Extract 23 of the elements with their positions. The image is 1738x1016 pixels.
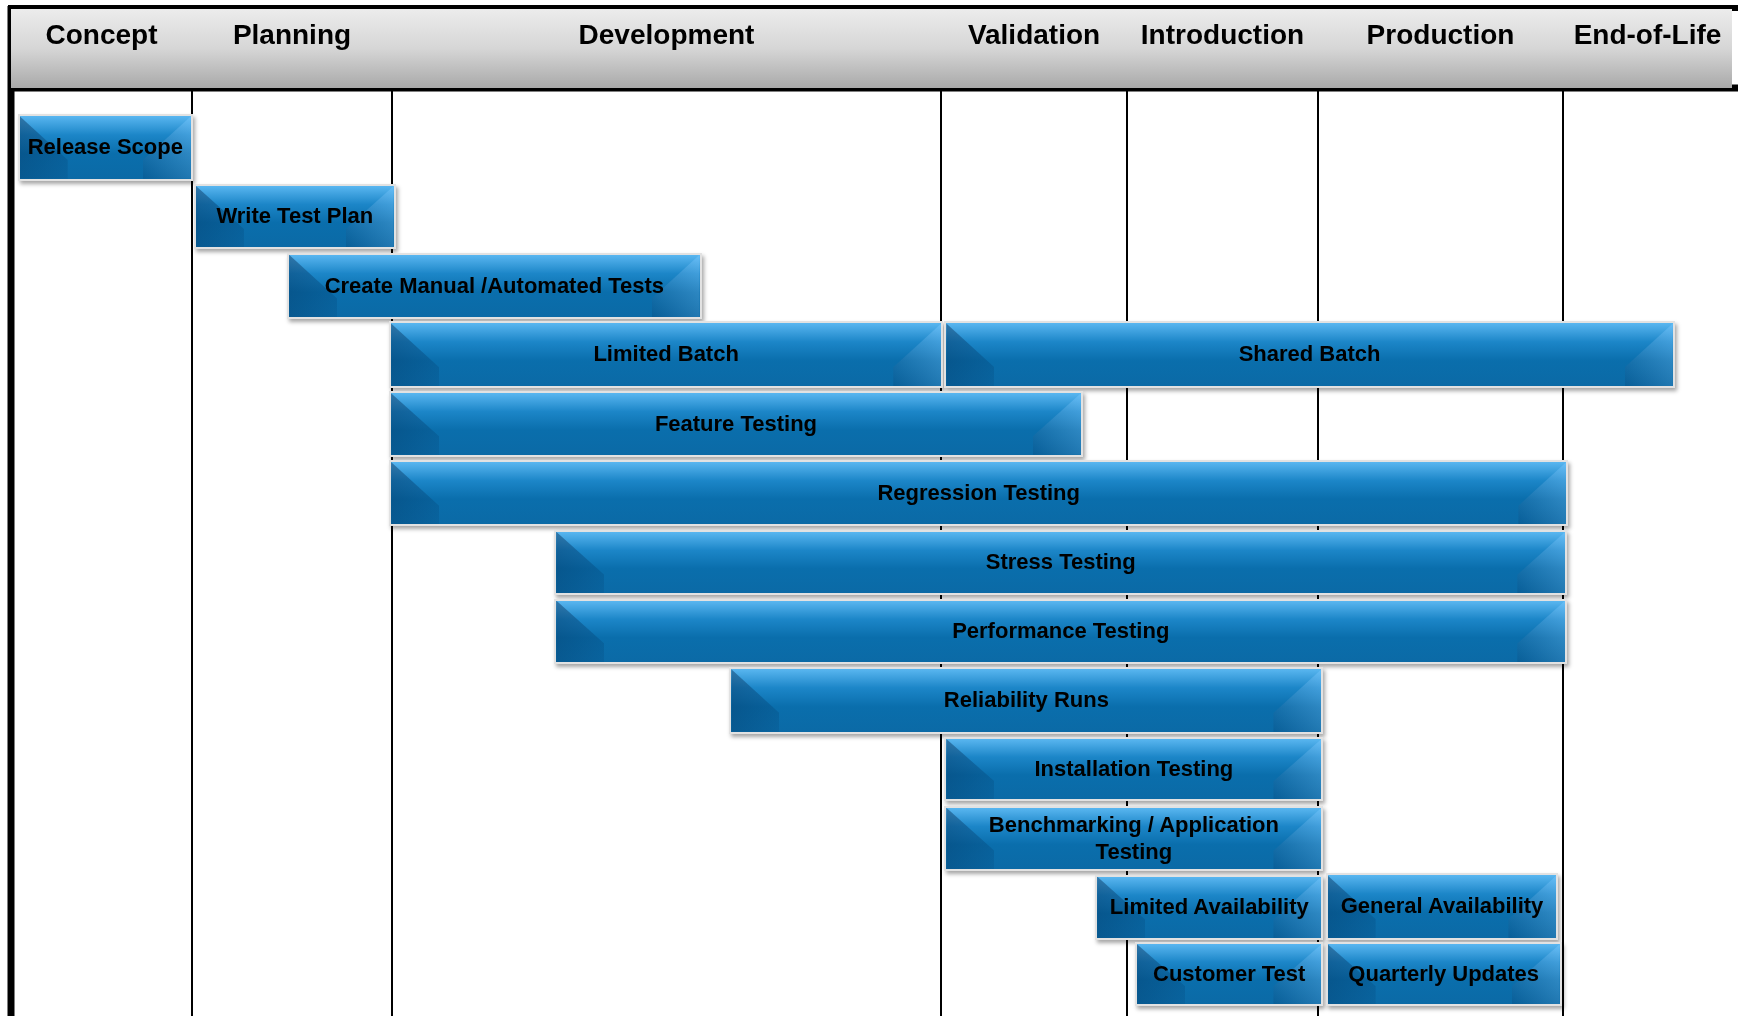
task-bar: Reliability Runs bbox=[729, 667, 1324, 734]
phase-header: Validation bbox=[941, 9, 1127, 88]
phase-header: Planning bbox=[192, 9, 392, 88]
task-bar: Quarterly Updates bbox=[1325, 942, 1562, 1007]
task-bar: Create Manual /Automated Tests bbox=[287, 252, 702, 320]
task-bar: General Availability bbox=[1325, 873, 1559, 940]
task-bar: Feature Testing bbox=[389, 391, 1083, 457]
phase-header: Introduction bbox=[1127, 9, 1318, 88]
task-bar: Limited Batch bbox=[389, 321, 944, 388]
task-bar: Release Scope bbox=[17, 114, 193, 181]
task-bar: Limited Availability bbox=[1095, 874, 1324, 940]
task-bar: Performance Testing bbox=[554, 598, 1568, 664]
task-bar: Customer Test bbox=[1135, 942, 1324, 1007]
phase-header: Concept bbox=[11, 9, 192, 88]
phase-header: Production bbox=[1318, 9, 1563, 88]
phase-header: End-of-Life bbox=[1563, 9, 1732, 88]
task-bar: Installation Testing bbox=[944, 737, 1324, 802]
task-bar: Write Test Plan bbox=[193, 184, 396, 250]
task-bar: Stress Testing bbox=[554, 529, 1568, 596]
phase-header: Development bbox=[392, 9, 941, 88]
task-bar: Benchmarking / Application Testing bbox=[944, 805, 1324, 872]
task-bar: Shared Batch bbox=[944, 321, 1675, 388]
task-bar: Regression Testing bbox=[389, 460, 1569, 527]
